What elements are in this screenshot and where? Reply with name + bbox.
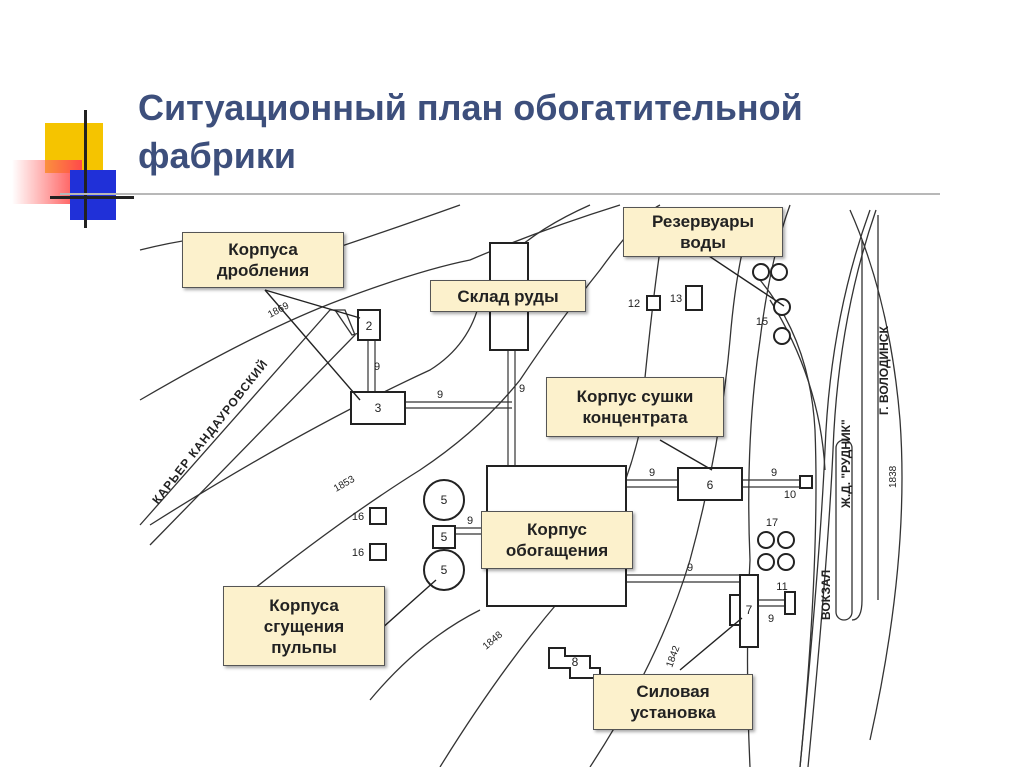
callout-line xyxy=(379,579,437,631)
building-8 xyxy=(548,647,601,679)
water-tank xyxy=(770,263,788,281)
pipeline xyxy=(455,527,486,535)
railway-track xyxy=(807,209,877,767)
deco-horizontal-line xyxy=(50,196,134,199)
tank-17 xyxy=(777,531,795,549)
pipeline xyxy=(626,479,678,488)
pipeline xyxy=(626,574,740,583)
pipeline xyxy=(507,350,516,466)
railway-track xyxy=(799,209,871,767)
building-13 xyxy=(685,285,703,311)
pipe-number-9: 9 xyxy=(519,383,525,395)
tank-17 xyxy=(757,531,775,549)
contour-line xyxy=(849,209,903,741)
number-16: 16 xyxy=(352,547,364,559)
contour-label-1842: 1842 xyxy=(664,644,682,669)
building-power-7-annex xyxy=(729,594,741,626)
number-7: 7 xyxy=(746,603,753,617)
contour-line xyxy=(369,609,481,701)
thickener-5-bottom xyxy=(423,549,465,591)
pipeline xyxy=(758,599,785,607)
rail-line xyxy=(851,240,863,621)
building-crushing-2 xyxy=(357,309,381,341)
number-3: 3 xyxy=(375,401,382,415)
callout-line xyxy=(659,439,713,471)
station-label: ВОКЗАЛ xyxy=(819,570,833,620)
building-drying-6 xyxy=(677,467,743,501)
number-13: 13 xyxy=(670,293,682,305)
building-10 xyxy=(799,475,813,489)
callout-line xyxy=(264,289,361,401)
contour-label-1848: 1848 xyxy=(481,629,505,652)
pipe-number-9: 9 xyxy=(768,613,774,625)
number-2: 2 xyxy=(366,319,373,333)
building-crushing-3 xyxy=(350,391,406,425)
label-power: Силовая установка xyxy=(593,674,753,730)
tank-17 xyxy=(757,553,775,571)
page-title: Ситуационный план обогатительной фабрики xyxy=(138,87,803,176)
building-12 xyxy=(646,295,661,311)
label-ore-store: Склад руды xyxy=(430,280,586,312)
pipeline xyxy=(742,479,800,488)
building-16b xyxy=(369,543,387,561)
callout-line xyxy=(679,617,743,671)
town-label: Г. ВОЛОДИНСК xyxy=(877,326,891,415)
number-16: 16 xyxy=(352,511,364,523)
pipeline xyxy=(367,340,376,392)
pipe-number-9: 9 xyxy=(467,515,473,527)
building-thickening-5-square xyxy=(432,525,456,549)
water-tank xyxy=(752,263,770,281)
thickener-5-top xyxy=(423,479,465,521)
pipeline xyxy=(405,401,512,409)
contour-label-1869: 1869 xyxy=(266,300,291,320)
title-divider xyxy=(60,193,940,195)
deco-vertical-line xyxy=(84,110,87,228)
pipe-number-9: 9 xyxy=(374,361,380,373)
building-11 xyxy=(784,591,796,615)
number-5: 5 xyxy=(441,530,448,544)
quarry-edge xyxy=(139,309,356,546)
number-5: 5 xyxy=(441,563,448,577)
pipe-number-9: 9 xyxy=(649,467,655,479)
contour-label-1838: 1838 xyxy=(888,465,899,488)
station-platform xyxy=(835,439,853,621)
number-11: 11 xyxy=(776,581,787,593)
water-tank xyxy=(773,298,791,316)
pipe-number-9: 9 xyxy=(771,467,777,479)
label-enrichment: Корпус обогащения xyxy=(481,511,633,569)
number-12: 12 xyxy=(628,298,640,310)
callout-line xyxy=(699,249,785,307)
contour-line xyxy=(239,204,661,601)
label-water-tanks: Резервуары воды xyxy=(623,207,783,257)
rail-label: Ж.Д. "РУДНИК" xyxy=(839,419,853,509)
label-drying: Корпус сушки концентрата xyxy=(546,377,724,437)
number-17: 17 xyxy=(766,517,778,529)
contour-line xyxy=(746,204,791,767)
tank-17 xyxy=(777,553,795,571)
callout-line xyxy=(264,289,361,319)
number-8: 8 xyxy=(572,655,579,669)
number-15: 15 xyxy=(756,316,768,328)
deco-blue-square xyxy=(70,170,116,220)
railway-track xyxy=(759,279,817,767)
label-thickening: Корпуса сгущения пульпы xyxy=(223,586,385,666)
pipe-number-9: 9 xyxy=(437,389,443,401)
number-10: 10 xyxy=(784,489,796,501)
number-5: 5 xyxy=(441,493,448,507)
contour-label-1853: 1853 xyxy=(332,474,357,495)
building-16a xyxy=(369,507,387,525)
pipe-number-9: 9 xyxy=(687,562,693,574)
water-tank xyxy=(773,327,791,345)
railway-track xyxy=(769,299,826,471)
label-crushing: Корпуса дробления xyxy=(182,232,344,288)
number-6: 6 xyxy=(707,478,714,492)
